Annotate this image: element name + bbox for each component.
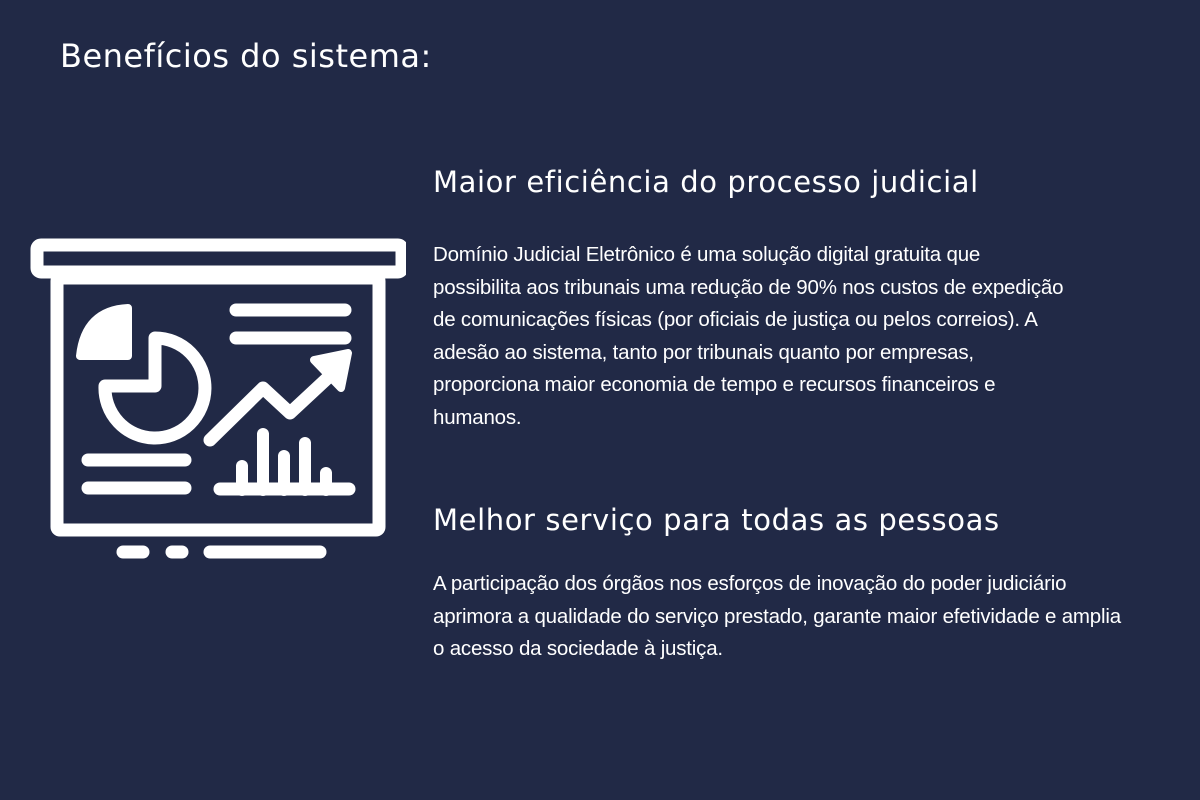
- section-body: A participação dos órgãos nos esforços d…: [433, 572, 1121, 660]
- benefit-efficiency: Maior eficiência do processo judicial Do…: [433, 162, 1153, 434]
- section-body: Domínio Judicial Eletrônico é uma soluçã…: [433, 243, 1064, 429]
- pie-chart-icon: [76, 304, 132, 360]
- page-title: Benefícios do sistema:: [60, 37, 432, 75]
- presentation-board-icon: [30, 238, 409, 564]
- trend-arrow-icon: [203, 366, 340, 447]
- benefit-service: Melhor serviço para todas as pessoas A p…: [433, 500, 1153, 666]
- section-heading: Melhor serviço para todas as pessoas: [433, 503, 1000, 537]
- bar-chart-icon: [213, 428, 356, 496]
- section-heading: Maior eficiência do processo judicial: [433, 165, 979, 199]
